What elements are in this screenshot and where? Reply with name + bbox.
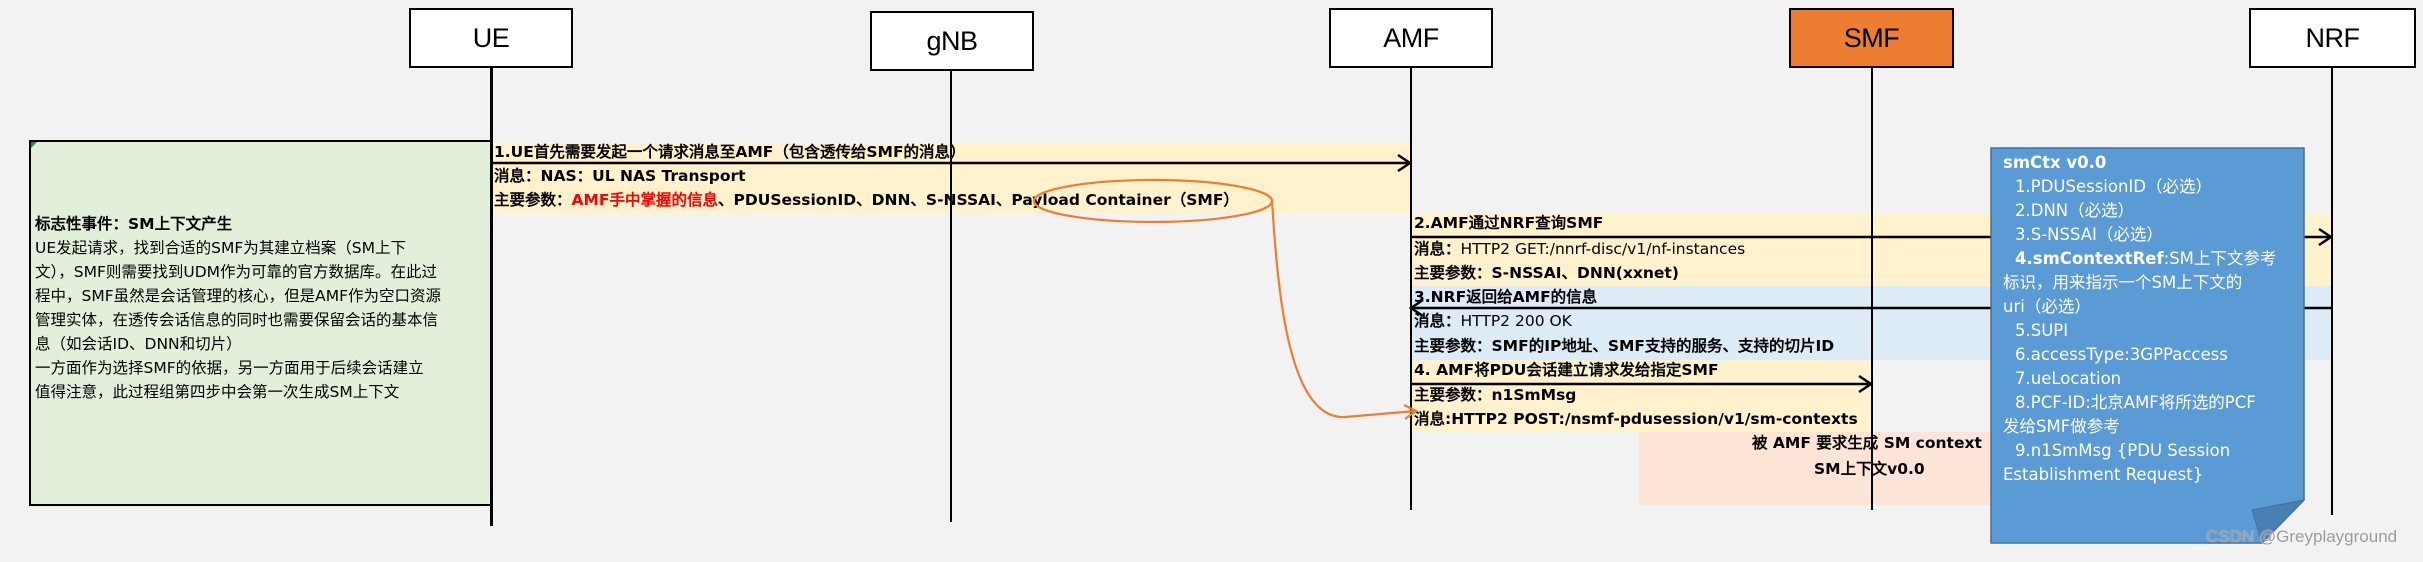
actor-nrf-label: NRF [2305, 22, 2361, 53]
smctx-item-cont: 标识，用来指示一个SM上下文的 [2003, 273, 2243, 292]
message-1-params: 主要参数：AMF手中掌握的信息、PDUSessionID、DNN、S-NSSAI… [494, 189, 1239, 211]
smctx-item: 2.DNN（必选） [2015, 201, 2135, 220]
smf-note-line1: 被 AMF 要求生成 SM context [1752, 434, 1982, 452]
left-note-line: 息（如会话ID、DNN和切片） [35, 335, 242, 353]
message-2-step: 2.AMF通过NRF查询SMF [1414, 214, 1604, 232]
message-4-message: 消息:HTTP2 POST:/nsmf-pdusession/v1/sm-con… [1414, 410, 1858, 428]
left-note-line: 文），SMF则需要找到UDM作为可靠的官方数据库。在此过 [35, 263, 438, 281]
smctx-item: 8.PCF-ID:北京AMF将所选的PCF [2015, 393, 2256, 412]
lifeline-gnb [950, 71, 952, 522]
message-3-params-value: SMF的IP地址、SMF支持的服务、支持的切片ID [1491, 337, 1835, 355]
cell-corner-marker [31, 142, 37, 148]
message-2-message-label: 消息： [1414, 240, 1461, 258]
message-4-band [1411, 360, 1872, 432]
smf-note-band [1639, 432, 1991, 505]
left-note-line: 一方面作为选择SMF的依据，另一方面用于后续会话建立 [35, 359, 424, 377]
lifeline-smf [1871, 68, 1873, 510]
message-1-step: 1.UE首先需要发起一个请求消息至AMF（包含透传给SMF的消息） [494, 143, 966, 161]
message-4-step: 4. AMF将PDU会话建立请求发给指定SMF [1414, 361, 1719, 379]
smctx-item-cont: uri（必选） [2003, 297, 2091, 316]
left-note-line: 程中，SMF虽然是会话管理的核心，但是AMF作为空口资源 [35, 287, 442, 305]
actor-gnb-label: gNB [926, 25, 978, 56]
message-4-params-value: n1SmMsg [1491, 386, 1577, 404]
message-2-params-value: S-NSSAI、DNN(xxnet) [1491, 264, 1679, 282]
message-2-params-label: 主要参数： [1414, 264, 1492, 282]
message-1-message-label: 消息： [494, 167, 541, 185]
left-note-line: 管理实体，在透传会话信息的同时也需要保留会话的基本信 [35, 311, 439, 329]
message-1-message-value: NAS：UL NAS Transport [540, 167, 746, 185]
smctx-item: 9.n1SmMsg {PDU Session [2015, 441, 2231, 460]
smctx-note-shape [1990, 147, 2305, 544]
message-4-params: 主要参数：n1SmMsg [1414, 384, 1576, 406]
message-1-params-circled: Payload Container（SMF） [1011, 191, 1239, 209]
smctx-item: 6.accessType:3GPPaccess [2015, 345, 2228, 364]
payload-container-highlight-ellipse [1032, 178, 1274, 224]
message-1-arrowhead [1397, 153, 1413, 173]
smf-note-line2: SM上下文v0.0 [1814, 460, 1925, 478]
message-4-params-label: 主要参数： [1414, 386, 1492, 404]
message-3-arrowhead [1408, 298, 1424, 318]
actor-nrf: NRF [2249, 8, 2416, 68]
left-note-line: UE发起请求，找到合适的SMF为其建立档案（SM上下 [35, 239, 406, 257]
smctx-item: 1.PDUSessionID（必选） [2015, 177, 2213, 196]
message-2-arrowhead [2318, 227, 2334, 247]
left-note-line: 值得注意，此过程组第四步中会第一次生成SM上下文 [35, 383, 400, 401]
smctx-item: 4.smContextRef:SM上下文参考 [2003, 247, 2303, 271]
message-2-params: 主要参数：S-NSSAI、DNN(xxnet) [1414, 262, 1679, 284]
actor-ue: UE [409, 8, 573, 68]
message-3-params: 主要参数：SMF的IP地址、SMF支持的服务、支持的切片ID [1414, 335, 1834, 357]
message-1-message: 消息：NAS：UL NAS Transport [494, 165, 746, 187]
message-1-params-label: 主要参数： [494, 191, 572, 209]
smctx-item-bold: 4.smContextRef [2015, 249, 2164, 268]
lifeline-ue [490, 68, 493, 526]
watermark: CSDN @Greyplayground [2206, 527, 2398, 546]
actor-gnb: gNB [870, 11, 1034, 71]
smctx-item: 7.ueLocation [2015, 369, 2122, 388]
message-4-arrowhead [1858, 374, 1874, 394]
message-1-params-rest: 、PDUSessionID、DNN、S-NSSAI、 [718, 191, 1012, 209]
lifeline-amf [1410, 68, 1412, 510]
actor-amf-label: AMF [1383, 22, 1439, 53]
smctx-item: 5.SUPI [2015, 321, 2069, 340]
message-3-message-value: HTTP2 200 OK [1460, 312, 1572, 330]
message-3-message: 消息：HTTP2 200 OK [1414, 310, 1572, 332]
smctx-title: smCtx v0.0 [2003, 153, 2107, 172]
actor-amf: AMF [1329, 8, 1493, 68]
actor-smf: SMF [1789, 8, 1954, 68]
lifeline-nrf [2331, 68, 2333, 515]
smctx-item-cont: 发给SMF做参考 [2003, 417, 2120, 436]
message-2-message: 消息：HTTP2 GET:/nnrf-disc/v1/nf-instances [1414, 238, 1745, 260]
message-2-message-value: HTTP2 GET:/nnrf-disc/v1/nf-instances [1460, 240, 1746, 258]
actor-ue-label: UE [472, 22, 510, 53]
message-3-step: 3.NRF返回给AMF的信息 [1414, 288, 1598, 306]
message-3-message-label: 消息： [1414, 312, 1461, 330]
smctx-item-text: :SM上下文参考 [2163, 249, 2277, 268]
message-3-params-label: 主要参数： [1414, 337, 1492, 355]
smctx-item: 3.S-NSSAI（必选） [2015, 225, 2163, 244]
left-note: 标志性事件：SM上下文产生 UE发起请求，找到合适的SMF为其建立档案（SM上下… [29, 140, 490, 506]
smctx-item-cont: Establishment Request} [2003, 465, 2204, 484]
message-1-params-highlight: AMF手中掌握的信息 [571, 191, 719, 209]
actor-smf-label: SMF [1843, 22, 1900, 53]
smctx-note: smCtx v0.0 1.PDUSessionID（必选） 2.DNN（必选） … [1990, 147, 2305, 544]
payload-connector-arrowhead [1403, 404, 1419, 420]
left-note-title: 标志性事件：SM上下文产生 [35, 215, 233, 233]
payload-connector-curve [1270, 199, 1417, 419]
